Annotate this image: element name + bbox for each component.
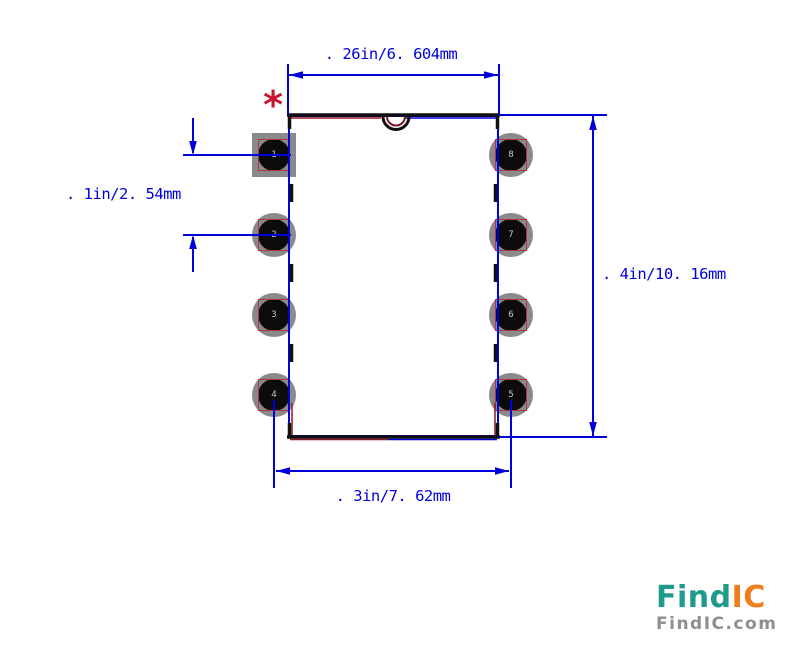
dimension-label-bottom: . 3in/7. 62mm — [335, 487, 451, 505]
dimension-label-left: . 1in/2. 54mm — [66, 185, 181, 203]
logo-ic-text: IC — [731, 580, 766, 615]
pad-number: 8 — [508, 149, 514, 160]
pad-4: 4 — [252, 373, 296, 417]
dimension-bottom — [273, 400, 512, 488]
arrow-right-icon — [484, 71, 498, 79]
dimension-label-right: . 4in/10. 16mm — [602, 265, 726, 283]
arrow-up-icon — [589, 116, 597, 130]
pad-hole — [258, 299, 290, 331]
package-silkscreen — [287, 113, 500, 439]
logo-wordmark: FindIC — [656, 582, 777, 613]
pad-7: 7 — [489, 213, 533, 257]
logo-find-text: Find — [656, 580, 732, 615]
body-assembly-rect — [288, 115, 499, 437]
pad-number: 6 — [508, 309, 514, 320]
package-accent-lines — [290, 117, 497, 441]
pad-8: 8 — [489, 133, 533, 177]
arrow-left-icon — [289, 71, 303, 79]
dimension-label-top: . 26in/6. 604mm — [324, 45, 458, 63]
pad-3: 3 — [252, 293, 296, 337]
pad-number: 1 — [271, 149, 277, 160]
pad-1: 1 — [252, 133, 296, 177]
pad-5: 5 — [489, 373, 533, 417]
pad-number: 3 — [271, 309, 277, 320]
arrow-down-icon — [189, 141, 197, 155]
pad-number: 5 — [508, 389, 514, 400]
arrow-left-icon — [276, 467, 290, 475]
pad-6: 6 — [489, 293, 533, 337]
pin1-notch — [381, 116, 411, 131]
pad-number: 7 — [508, 229, 514, 240]
logo-domain-text: FindIC.com — [656, 614, 778, 634]
pad-hole — [495, 139, 527, 171]
dimension-top — [287, 64, 500, 115]
pad-number: 4 — [271, 389, 277, 400]
pin1-marker-asterisk: * — [263, 83, 283, 127]
pad-hole — [495, 219, 527, 251]
arrow-right-icon — [495, 467, 509, 475]
pad-2: 2 — [252, 213, 296, 257]
package-outline — [288, 115, 499, 437]
pad-hole — [495, 299, 527, 331]
arrow-down-icon — [589, 422, 597, 436]
findic-logo[interactable]: FindIC FindIC.com — [656, 582, 777, 633]
pad-number: 2 — [271, 229, 277, 240]
arrow-up-icon — [189, 235, 197, 249]
